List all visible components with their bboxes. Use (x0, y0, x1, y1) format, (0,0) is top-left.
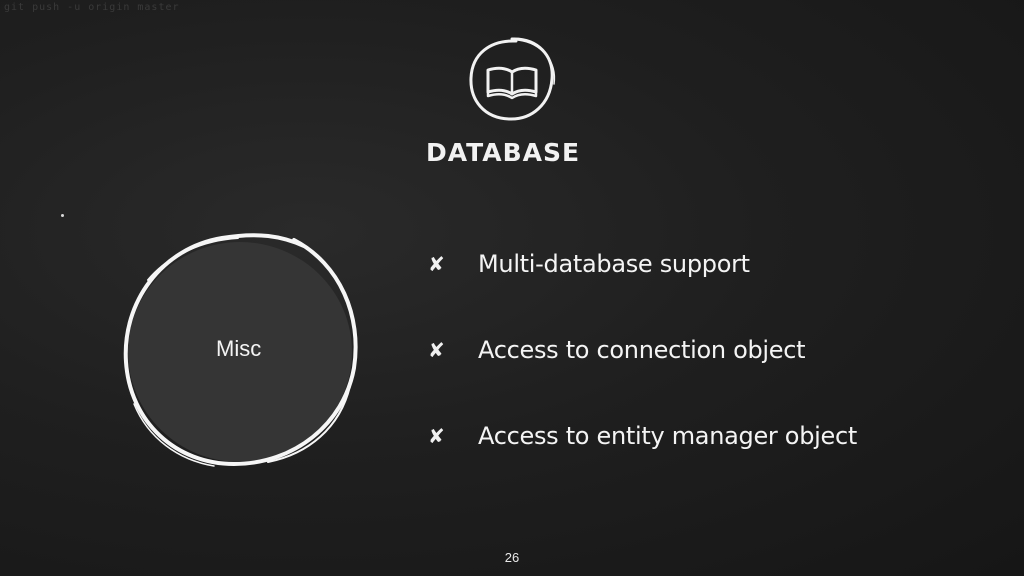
feature-text: Multi-database support (478, 250, 750, 278)
topic-circle (123, 233, 358, 467)
list-item: ✘ Access to connection object (428, 332, 1008, 368)
topic-label: Misc (216, 336, 262, 361)
slide-title: Database (426, 138, 581, 167)
feature-list: ✘ Multi-database support ✘ Access to con… (428, 246, 1008, 454)
cross-bullet-icon: ✘ (428, 338, 445, 362)
list-item: ✘ Multi-database support (428, 246, 1008, 282)
open-book-icon (469, 37, 556, 121)
cross-bullet-icon: ✘ (428, 252, 445, 276)
list-item: ✘ Access to entity manager object (428, 418, 1008, 454)
feature-text: Access to connection object (478, 336, 806, 364)
cross-bullet-icon: ✘ (428, 424, 445, 448)
ghost-command-text: git push -u origin master (4, 2, 180, 13)
stray-dot (61, 214, 64, 217)
feature-text: Access to entity manager object (478, 422, 857, 450)
page-number: 26 (504, 550, 520, 565)
